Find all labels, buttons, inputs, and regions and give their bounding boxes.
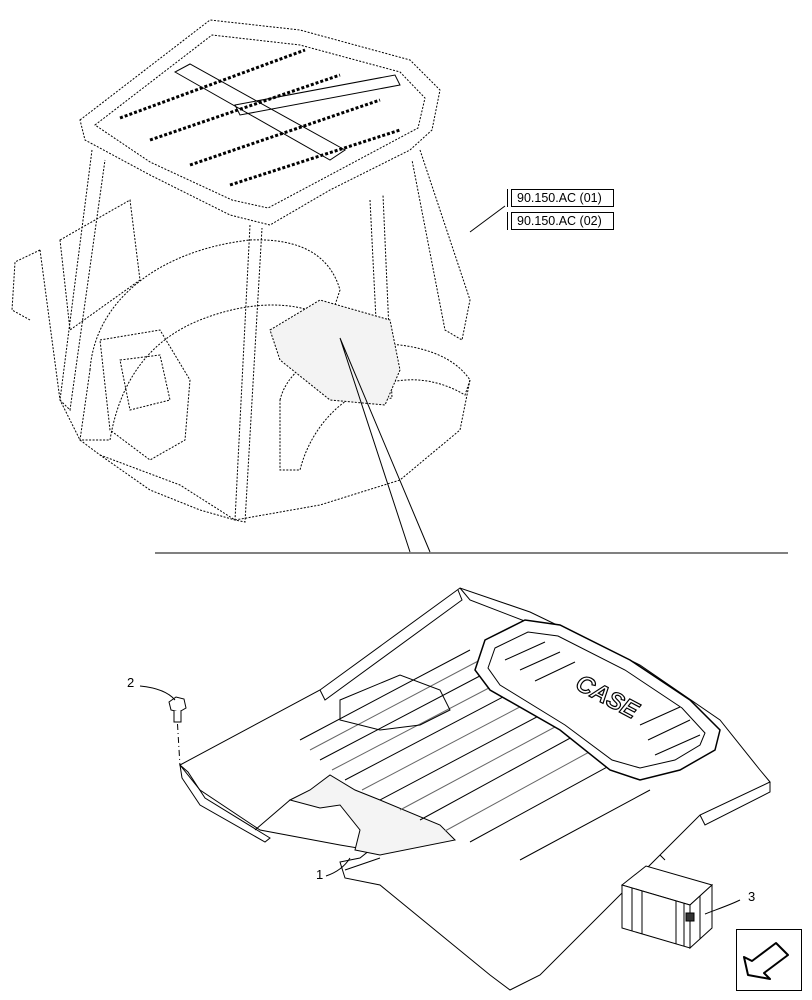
cab-lower-frame <box>99 379 471 521</box>
floor-mat-cutout-shadow <box>254 799 381 871</box>
bolt-head <box>168 696 187 713</box>
cab-front-pillar-left <box>234 224 263 523</box>
floor-mat-raised-pad <box>339 674 451 731</box>
box-bands <box>631 888 701 946</box>
box-side <box>689 883 713 950</box>
floor-mat-rib <box>299 649 651 861</box>
cab-roof-inner <box>94 34 426 209</box>
roof-crossbar <box>173 63 401 161</box>
logo-panel-grid <box>504 641 701 756</box>
cab-control-panel <box>99 329 191 461</box>
floor-mat-side-wall <box>319 587 536 701</box>
cab-roof <box>79 19 441 226</box>
floor-mat-rear-lip <box>659 782 771 861</box>
cab-left-side <box>11 249 236 521</box>
detail-leader-line <box>339 337 431 553</box>
logo-panel-inner <box>487 631 706 769</box>
logo-panel <box>474 619 721 781</box>
floor-mat-pedal-cutout <box>288 774 457 856</box>
accessory-box-part <box>620 865 713 950</box>
callout-leader-2 <box>139 685 176 701</box>
roof-rib <box>119 48 401 187</box>
cab-rear-pillar-right <box>411 149 471 341</box>
bolt-part <box>168 696 187 767</box>
cab-floor-plate <box>269 299 401 406</box>
cab-rear-window <box>59 199 141 331</box>
cab-fender-right <box>279 343 471 471</box>
callout-leader-3 <box>704 899 741 915</box>
floor-mat-rib-groove <box>309 658 603 832</box>
callout-number-1: 1 <box>316 867 324 882</box>
reference-link-01[interactable]: 90.150.AC (01) <box>507 189 614 207</box>
cab-rear-pillar-left <box>59 149 106 412</box>
box-label <box>685 912 695 922</box>
bolt-centerline <box>177 723 181 767</box>
reference-link-02[interactable]: 90.150.AC (02) <box>507 212 614 230</box>
floor-mat-front-edge <box>179 763 271 843</box>
bolt-shank <box>173 711 182 723</box>
callout-leaders <box>139 205 741 915</box>
callout-leader-1 <box>325 857 351 877</box>
reference-leader <box>469 205 506 233</box>
callout-number-3: 3 <box>748 889 756 904</box>
cab-assembly <box>11 19 471 553</box>
next-page-arrow-icon[interactable] <box>736 929 802 991</box>
callout-number-2: 2 <box>127 675 135 690</box>
